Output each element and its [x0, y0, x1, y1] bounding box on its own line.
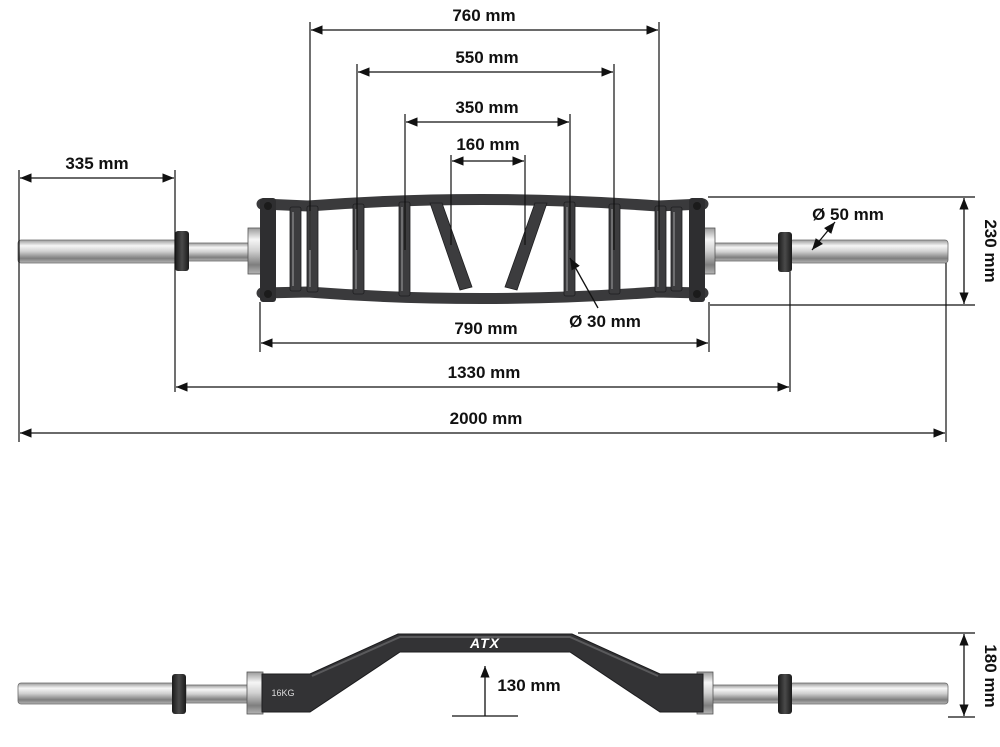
angled-grip-handle — [504, 202, 548, 291]
right-inner-sleeve — [711, 242, 783, 262]
frame-bolt — [264, 202, 272, 210]
dim-label-550: 550 mm — [455, 48, 518, 67]
right-collar — [778, 232, 792, 272]
side-left-inner-sleeve — [185, 684, 255, 704]
left-sleeve — [17, 239, 179, 264]
angled-grip-handle — [429, 202, 473, 291]
dim-label-350: 350 mm — [455, 98, 518, 117]
grip-handle — [289, 206, 302, 292]
left-collar — [175, 231, 189, 271]
dim-label-790: 790 mm — [454, 319, 517, 338]
weight-stamp: 16KG — [271, 688, 294, 698]
right-sleeve — [789, 239, 949, 264]
grip-handle — [670, 206, 683, 292]
frame-bolt — [693, 290, 701, 298]
side-view: ATX 16KG 130 mm 180 mm — [17, 632, 1000, 718]
dim-label-handle-diameter: Ø 30 mm — [569, 312, 641, 331]
dimension-lines — [20, 25, 969, 438]
top-view: 760 mm 550 mm 350 mm 160 mm 335 mm Ø 50 … — [17, 6, 1000, 442]
dim-label-2000: 2000 mm — [450, 409, 523, 428]
grip-handles — [289, 201, 683, 297]
dim-label-130: 130 mm — [497, 676, 560, 695]
side-right-collar — [778, 674, 792, 714]
dim-label-230: 230 mm — [981, 219, 1000, 282]
frame-right-end — [689, 198, 705, 302]
side-left-sleeve — [17, 682, 179, 705]
grip-handle — [654, 205, 667, 293]
dim-label-1330: 1330 mm — [448, 363, 521, 382]
side-dimension-lines — [480, 634, 969, 716]
side-left-collar — [172, 674, 186, 714]
grip-handle — [306, 205, 319, 293]
frame-left-end — [260, 198, 276, 302]
frame-top-rail — [256, 194, 709, 212]
dim-label-sleeve-diameter: Ø 50 mm — [812, 205, 884, 224]
dim-label-160: 160 mm — [456, 135, 519, 154]
atx-logo: ATX — [469, 635, 501, 651]
frame-bolt — [264, 290, 272, 298]
frame-bottom-rail — [256, 286, 709, 304]
side-right-inner-sleeve — [711, 684, 783, 704]
side-frame-highlight — [311, 636, 659, 677]
side-left-hub — [246, 671, 264, 715]
side-frame-profile — [261, 633, 704, 713]
frame-bolt — [693, 202, 701, 210]
dim-label-760: 760 mm — [452, 6, 515, 25]
grip-handle — [352, 203, 365, 295]
side-right-sleeve — [789, 682, 949, 705]
dim-label-180: 180 mm — [981, 644, 1000, 707]
extension-lines — [18, 22, 975, 442]
dim-label-335: 335 mm — [65, 154, 128, 173]
